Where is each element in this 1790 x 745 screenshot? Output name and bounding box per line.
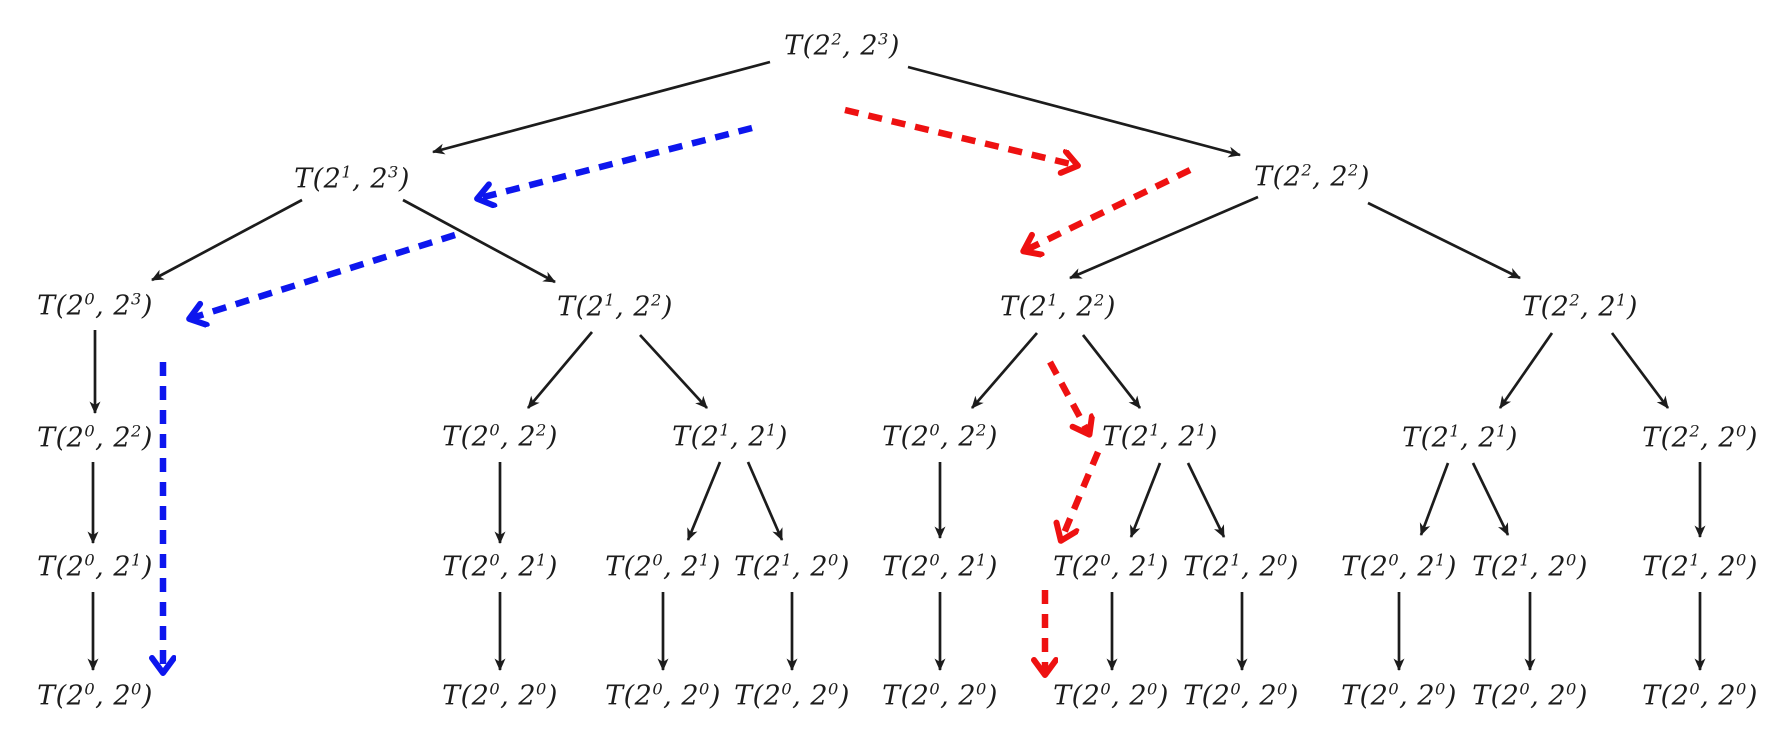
tree-node-n32: T(20, 20) — [1472, 679, 1588, 712]
tree-edge — [1498, 332, 1554, 409]
tree-node-n31: T(20, 20) — [1341, 679, 1457, 712]
tree-node-n18: T(20, 21) — [882, 550, 998, 583]
tree-edge — [1419, 462, 1450, 536]
tree-edge — [686, 461, 722, 541]
blue-path-segment — [192, 231, 456, 318]
tree-edge — [526, 331, 594, 409]
tree-node-n3: T(20, 23) — [37, 289, 153, 322]
red-path-segment — [1026, 167, 1192, 250]
tree-node-n4: T(21, 22) — [557, 290, 673, 323]
tree-edge — [1069, 195, 1259, 280]
tree-node-n33: T(20, 20) — [1642, 679, 1758, 712]
red-path-segment — [1047, 360, 1088, 432]
tree-edge — [746, 461, 784, 541]
tree-edge — [1186, 462, 1226, 538]
tree-edge — [639, 334, 708, 409]
tree-node-n12: T(21, 21) — [1402, 421, 1518, 454]
tree-node-n27: T(20, 20) — [734, 679, 850, 712]
tree-node-n24: T(20, 20) — [37, 679, 153, 712]
tree-node-n20: T(21, 20) — [1183, 550, 1299, 583]
tree-edge — [970, 332, 1039, 409]
tree-node-n1: T(21, 23) — [294, 162, 410, 195]
tree-node-n14: T(20, 21) — [37, 550, 153, 583]
tree-node-n28: T(20, 20) — [882, 679, 998, 712]
tree-node-n15: T(20, 21) — [442, 550, 558, 583]
tree-node-n17: T(21, 20) — [734, 550, 850, 583]
tree-node-n11: T(21, 21) — [1102, 420, 1218, 453]
tree-edge — [907, 65, 1241, 158]
tree-node-n22: T(21, 20) — [1472, 550, 1588, 583]
red-path-segment — [1062, 450, 1101, 538]
tree-node-n16: T(20, 21) — [605, 550, 721, 583]
tree-node-n13: T(22, 20) — [1642, 421, 1758, 454]
tree-node-n21: T(20, 21) — [1341, 550, 1457, 583]
tree-node-n9: T(21, 21) — [672, 420, 788, 453]
tree-node-n25: T(20, 20) — [442, 679, 558, 712]
tree-node-n0: T(22, 23) — [784, 29, 900, 62]
tree-node-n26: T(20, 20) — [605, 679, 721, 712]
tree-node-n30: T(20, 20) — [1183, 679, 1299, 712]
tree-edge — [151, 198, 303, 282]
blue-path-segment — [480, 124, 753, 198]
tree-edge — [1129, 462, 1162, 538]
tree-node-n10: T(20, 22) — [882, 420, 998, 453]
tree-node-n29: T(20, 20) — [1053, 679, 1169, 712]
tree-node-n2: T(22, 22) — [1254, 160, 1370, 193]
tree-edge — [1367, 201, 1521, 280]
tree-edge — [402, 198, 556, 284]
red-path-segment — [844, 106, 1075, 165]
tree-node-n7: T(20, 22) — [37, 421, 153, 454]
tree-node-n6: T(22, 21) — [1522, 290, 1638, 323]
tree-node-n23: T(21, 20) — [1642, 550, 1758, 583]
tree-edge — [1081, 334, 1142, 409]
tree-edge — [1610, 332, 1670, 409]
tree-node-n8: T(20, 22) — [442, 420, 558, 453]
tree-edge — [1471, 462, 1510, 536]
tree-node-n5: T(21, 22) — [1000, 290, 1116, 323]
tree-edge — [432, 60, 771, 155]
tree-node-n19: T(20, 21) — [1053, 550, 1169, 583]
